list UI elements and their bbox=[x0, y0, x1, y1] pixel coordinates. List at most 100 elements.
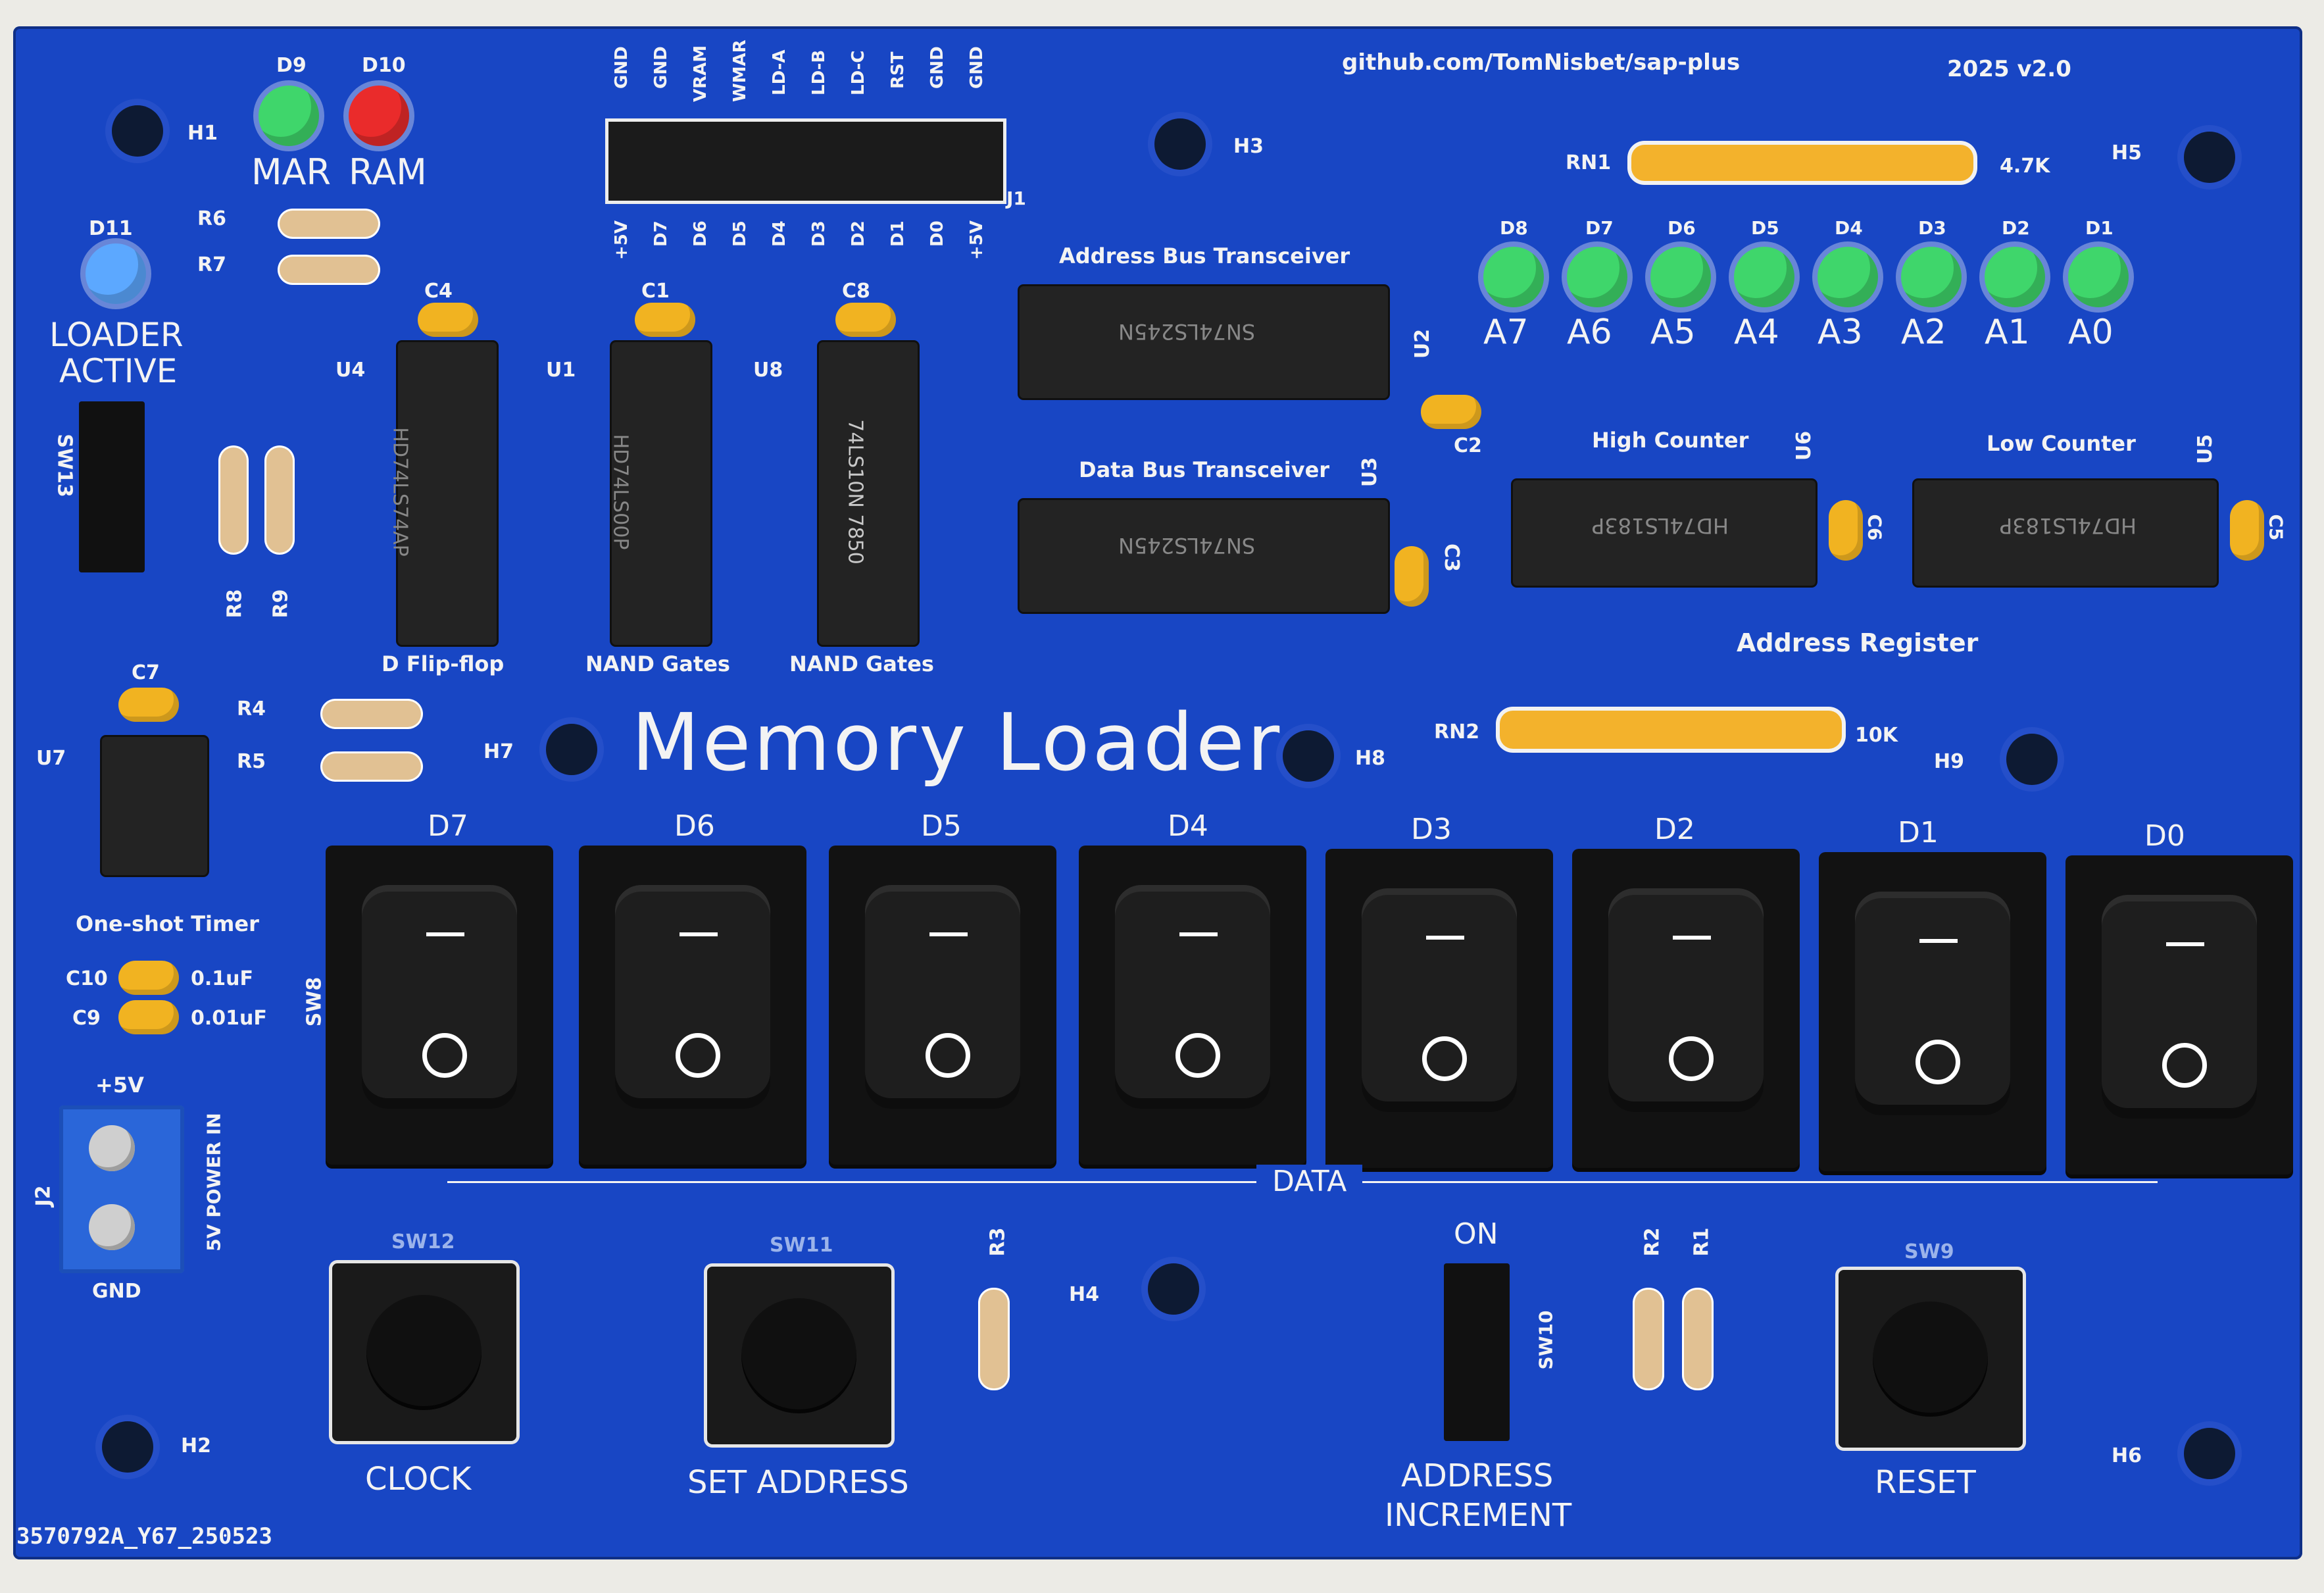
address-label-a3: A3 bbox=[1817, 313, 1863, 352]
led-ref-d10: D10 bbox=[362, 54, 406, 77]
data-switch-d0[interactable] bbox=[2065, 855, 2293, 1175]
board-version: 2025 v2.0 bbox=[1947, 56, 2071, 82]
header-bottom-label-4: D5 bbox=[730, 220, 750, 247]
header-bottom-label-1: +5V bbox=[612, 220, 631, 260]
capacitor-c10 bbox=[118, 961, 179, 995]
address-increment-switch[interactable] bbox=[1444, 1263, 1510, 1441]
switch-label-sw13: SW13 bbox=[53, 434, 76, 497]
set-address-button-cap[interactable] bbox=[741, 1298, 856, 1413]
clock-label: CLOCK bbox=[365, 1461, 472, 1498]
off-mark-icon bbox=[2162, 1043, 2207, 1088]
mounting-hole-h7 bbox=[546, 724, 597, 775]
cap-label-c6: C6 bbox=[1864, 514, 1886, 541]
screw-terminal-plus[interactable] bbox=[89, 1125, 135, 1171]
switch-ref-sw8: SW8 bbox=[303, 976, 326, 1027]
pin-header-j1[interactable] bbox=[605, 118, 1006, 204]
chip-u5 bbox=[1914, 480, 2217, 586]
reset-button[interactable] bbox=[1839, 1270, 2023, 1448]
header-top-label-1: GND bbox=[612, 46, 631, 89]
off-mark-icon bbox=[1422, 1036, 1467, 1081]
data-switch-d6[interactable] bbox=[579, 846, 806, 1165]
led-ref-d8: D8 bbox=[1500, 217, 1528, 239]
loader-label-line2: ACTIVE bbox=[59, 352, 178, 390]
address-led-a0 bbox=[2068, 247, 2129, 307]
data-group-label: DATA bbox=[1256, 1165, 1363, 1198]
cap-label-c9: C9 bbox=[72, 1007, 101, 1030]
data-switch-label-d4: D4 bbox=[1168, 809, 1208, 843]
on-mark-icon bbox=[1179, 932, 1218, 936]
resistor-r3 bbox=[980, 1290, 1008, 1388]
rocker-d1[interactable] bbox=[1855, 892, 2010, 1115]
led-ref-d9: D9 bbox=[276, 54, 307, 77]
address-increment-label-line1: ADDRESS bbox=[1401, 1457, 1554, 1494]
data-switch-d7[interactable] bbox=[326, 846, 553, 1165]
loader-slide-switch[interactable] bbox=[79, 401, 145, 572]
chip-ref-u2: U2 bbox=[1411, 328, 1435, 359]
data-switch-d4[interactable] bbox=[1079, 846, 1306, 1165]
chip-ref-u3: U3 bbox=[1358, 457, 1382, 488]
address-led-a4 bbox=[1734, 247, 1794, 307]
set-address-button[interactable] bbox=[707, 1267, 891, 1444]
mounting-hole-h4 bbox=[1148, 1263, 1199, 1315]
header-bottom-label-9: D0 bbox=[927, 220, 947, 247]
resistor-r5 bbox=[322, 753, 421, 780]
rocker-d0[interactable] bbox=[2102, 895, 2257, 1119]
chip-text-u3: SN74LS245N bbox=[1118, 533, 1256, 558]
sw10-on-label: ON bbox=[1454, 1217, 1498, 1251]
rocker-d6[interactable] bbox=[615, 885, 770, 1109]
cap-label-c7: C7 bbox=[132, 661, 160, 684]
rocker-d7[interactable] bbox=[362, 885, 517, 1109]
rocker-d4[interactable] bbox=[1115, 885, 1270, 1109]
header-top-label-2: GND bbox=[651, 46, 671, 89]
screw-terminal-gnd[interactable] bbox=[89, 1204, 135, 1250]
rocker-d3[interactable] bbox=[1362, 888, 1517, 1112]
loader-active-led bbox=[86, 243, 146, 304]
capacitor-c6 bbox=[1829, 500, 1863, 561]
capacitor-c2 bbox=[1421, 395, 1481, 429]
address-label-a5: A5 bbox=[1650, 313, 1696, 352]
data-switch-d3[interactable] bbox=[1325, 849, 1553, 1168]
resistor-r7 bbox=[280, 257, 378, 283]
address-register-label: Address Register bbox=[1737, 628, 1979, 657]
data-switch-label-d5: D5 bbox=[921, 809, 962, 843]
network-value-rn1: 4.7K bbox=[2000, 155, 2050, 178]
off-mark-icon bbox=[1669, 1036, 1714, 1081]
chip-u6 bbox=[1513, 480, 1816, 586]
capacitor-c1 bbox=[635, 303, 695, 337]
header-top-label-9: GND bbox=[927, 46, 947, 89]
address-label-a2: A2 bbox=[1901, 313, 1946, 352]
button-ref-sw12: SW12 bbox=[391, 1230, 455, 1253]
power-plus-label: +5V bbox=[95, 1073, 144, 1098]
data-switch-label-d1: D1 bbox=[1898, 816, 1939, 849]
power-gnd-label: GND bbox=[92, 1280, 141, 1303]
network-value-rn2: 10K bbox=[1855, 724, 1898, 747]
mounting-hole-h6 bbox=[2184, 1428, 2235, 1479]
data-switch-d1[interactable] bbox=[1819, 852, 2046, 1171]
mounting-hole-h1 bbox=[112, 105, 163, 157]
clock-button[interactable] bbox=[332, 1263, 516, 1441]
cap-label-c3: C3 bbox=[1439, 544, 1463, 572]
led-ref-d1: D1 bbox=[2085, 217, 2114, 239]
off-mark-icon bbox=[422, 1033, 467, 1078]
data-switch-d2[interactable] bbox=[1572, 849, 1800, 1168]
chip-u4 bbox=[398, 342, 497, 645]
repo-url: github.com/TomNisbet/sap-plus bbox=[1342, 49, 1741, 76]
data-switch-d5[interactable] bbox=[829, 846, 1056, 1165]
on-mark-icon bbox=[2166, 942, 2204, 946]
button-ref-sw11: SW11 bbox=[770, 1234, 833, 1257]
button-ref-sw9: SW9 bbox=[1904, 1240, 1954, 1263]
header-top-label-3: VRAM bbox=[691, 45, 710, 102]
chip-text-u4: HD74LS74AP bbox=[388, 427, 412, 557]
reset-button-cap[interactable] bbox=[1873, 1302, 1988, 1417]
rocker-d2[interactable] bbox=[1608, 888, 1764, 1112]
led-ref-d4: D4 bbox=[1835, 217, 1863, 239]
rocker-d5[interactable] bbox=[865, 885, 1020, 1109]
chip-ref-u7: U7 bbox=[36, 747, 66, 770]
resistor-label-r8: R8 bbox=[223, 589, 247, 619]
address-led-a5 bbox=[1650, 247, 1711, 307]
mounting-hole-h9 bbox=[2006, 734, 2058, 785]
mounting-hole-h2 bbox=[102, 1421, 153, 1473]
clock-button-cap[interactable] bbox=[366, 1295, 482, 1410]
on-mark-icon bbox=[1673, 936, 1711, 940]
power-ref-j2: J2 bbox=[32, 1185, 55, 1207]
